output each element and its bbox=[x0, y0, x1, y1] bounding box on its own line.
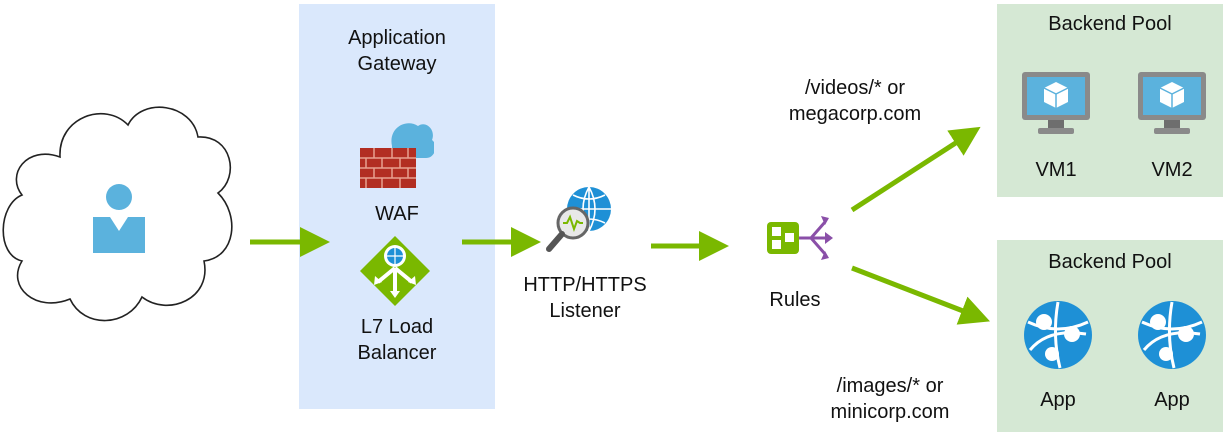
lb-label-line1: L7 Load bbox=[360, 316, 434, 338]
route-bottom-line1: /images/* or bbox=[836, 375, 944, 397]
arrow-rules-to-top-pool bbox=[850, 126, 981, 213]
route-top-line1: /videos/* or bbox=[804, 77, 906, 99]
firewall-icon bbox=[358, 118, 434, 190]
load-balancer-icon bbox=[358, 234, 432, 308]
vm-icon bbox=[1020, 70, 1092, 138]
listener-label-line1: HTTP/HTTPS bbox=[523, 274, 647, 296]
user-icon bbox=[90, 181, 148, 253]
vm-icon bbox=[1136, 70, 1208, 138]
rules-icon bbox=[765, 210, 837, 270]
route-top-line2: megacorp.com bbox=[788, 103, 922, 125]
waf-label: WAF bbox=[375, 203, 419, 225]
gateway-title-line1: Application bbox=[348, 27, 446, 49]
app-label: App bbox=[1154, 389, 1190, 411]
backend-pool-top-title: Backend Pool bbox=[1048, 13, 1172, 35]
arrow-rules-to-bottom-pool bbox=[851, 265, 990, 325]
lb-label-line2: Balancer bbox=[357, 342, 437, 364]
app-service-icon bbox=[1136, 300, 1208, 370]
cloud-icon bbox=[2, 106, 233, 322]
vm2-label: VM2 bbox=[1151, 159, 1193, 181]
listener-label-line2: Listener bbox=[549, 300, 621, 322]
application-gateway-panel bbox=[299, 4, 495, 409]
gateway-title-line2: Gateway bbox=[357, 53, 437, 75]
route-bottom-line2: minicorp.com bbox=[830, 401, 950, 423]
vm1-label: VM1 bbox=[1035, 159, 1077, 181]
app-service-icon bbox=[1022, 300, 1094, 370]
internet-cloud bbox=[0, 95, 240, 345]
backend-pool-bottom-title: Backend Pool bbox=[1048, 251, 1172, 273]
listener-icon bbox=[543, 185, 623, 257]
rules-label: Rules bbox=[769, 289, 821, 311]
app-label: App bbox=[1040, 389, 1076, 411]
